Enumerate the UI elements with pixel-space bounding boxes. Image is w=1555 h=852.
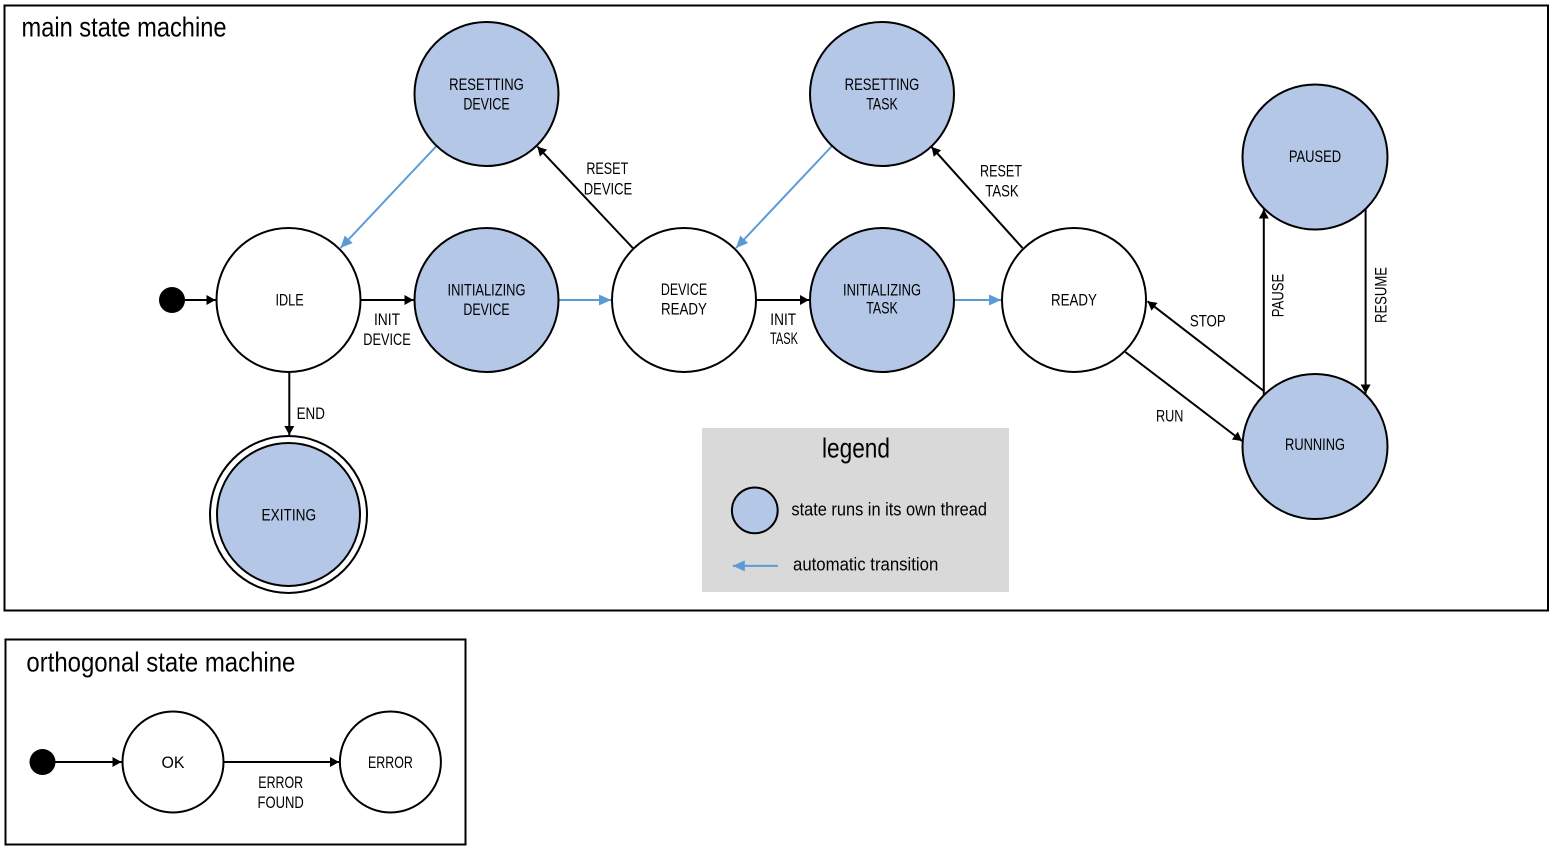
svg-text:RESET: RESET [980, 163, 1022, 181]
svg-text:IDLE: IDLE [276, 292, 304, 310]
svg-text:RESETTING: RESETTING [449, 76, 524, 94]
svg-text:RESETTING: RESETTING [845, 76, 920, 94]
svg-text:INITIALIZING: INITIALIZING [843, 282, 921, 300]
svg-text:DEVICE: DEVICE [661, 281, 707, 299]
svg-text:RUNNING: RUNNING [1285, 436, 1345, 454]
svg-text:RUN: RUN [1156, 408, 1183, 426]
svg-text:TASK: TASK [770, 330, 798, 348]
svg-text:READY: READY [661, 301, 707, 319]
svg-text:EXITING: EXITING [262, 506, 317, 524]
svg-text:orthogonal state machine: orthogonal state machine [26, 646, 295, 677]
svg-text:DEVICE: DEVICE [363, 331, 411, 349]
svg-text:ERROR: ERROR [258, 774, 303, 792]
svg-text:TASK: TASK [985, 183, 1018, 201]
svg-text:TASK: TASK [866, 300, 897, 318]
svg-text:PAUSE: PAUSE [1270, 274, 1288, 318]
svg-text:ERROR: ERROR [368, 754, 413, 772]
svg-text:DEVICE: DEVICE [463, 96, 509, 114]
svg-text:main state machine: main state machine [22, 11, 227, 42]
svg-text:FOUND: FOUND [258, 794, 304, 812]
svg-text:RESET: RESET [586, 160, 628, 178]
svg-text:TASK: TASK [866, 96, 897, 114]
svg-text:STOP: STOP [1190, 313, 1226, 331]
svg-text:INIT: INIT [374, 311, 400, 329]
svg-text:legend: legend [822, 432, 890, 463]
svg-text:OK: OK [162, 754, 185, 772]
svg-text:READY: READY [1051, 292, 1097, 310]
svg-text:DEVICE: DEVICE [463, 301, 509, 319]
svg-text:END: END [297, 405, 325, 423]
svg-text:RESUME: RESUME [1372, 267, 1390, 323]
svg-text:automatic transition: automatic transition [793, 555, 938, 575]
svg-text:state runs in its own thread: state runs in its own thread [791, 500, 987, 520]
svg-text:INIT: INIT [770, 311, 796, 329]
svg-text:INITIALIZING: INITIALIZING [448, 282, 526, 300]
svg-text:DEVICE: DEVICE [584, 181, 633, 199]
svg-text:PAUSED: PAUSED [1289, 148, 1341, 166]
